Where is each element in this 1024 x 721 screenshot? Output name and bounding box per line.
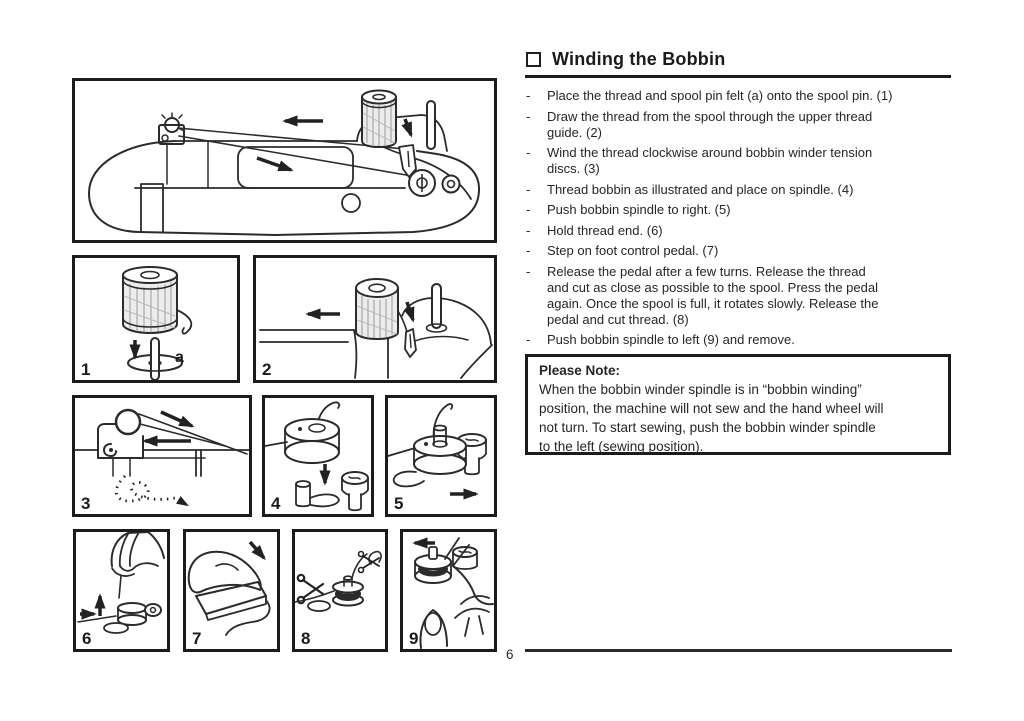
note-text: not turn. To start sewing, push the bobb… [539, 420, 876, 435]
step-text: and cut as close as possible to the spoo… [547, 279, 878, 295]
step-text: Place the thread and spool pin felt (a) … [547, 88, 893, 103]
step-2-drawing [259, 278, 493, 379]
step-text: pedal and cut thread. (8) [547, 311, 689, 327]
step-text: Push bobbin spindle to left (9) and remo… [547, 332, 795, 347]
figure-step-8: 8 [292, 529, 388, 652]
title-underline-rule [525, 75, 951, 78]
instruction-step-4: - Thread bobbin as illustrated and place… [526, 182, 954, 198]
step-text: Draw the thread from the spool through t… [547, 108, 873, 124]
panel-number-1: 1 [81, 360, 91, 379]
panel-number-7: 7 [192, 629, 202, 648]
panel-number-8: 8 [301, 629, 311, 648]
instruction-list: - Place the thread and spool pin felt (a… [526, 88, 954, 353]
step-text: again. Once the spool is full, it rotate… [547, 295, 879, 311]
step-6-drawing [77, 532, 165, 634]
step-text: discs. (3) [547, 161, 600, 176]
step-text: Release the pedal after a few turns. Rel… [547, 263, 866, 279]
machine-overview-drawing [88, 89, 481, 236]
bullet-dash: - [526, 202, 531, 217]
note-text: When the bobbin winder spindle is in “bo… [539, 382, 862, 397]
figure-step-9: 9 [400, 529, 497, 652]
page-number: 6 [506, 647, 514, 662]
bullet-dash: - [526, 88, 531, 103]
instruction-step-2: - Draw the thread from the spool through… [526, 109, 954, 141]
section-header: Winding the Bobbin [526, 49, 725, 70]
note-heading: Please Note: [539, 363, 621, 378]
step-7-drawing [187, 540, 271, 636]
step-5-drawing [388, 403, 487, 500]
checkbox-icon [526, 52, 541, 67]
figure-step-6: 6 [73, 529, 170, 652]
step-9-drawing [412, 537, 494, 649]
figure-step-3: 3 [72, 395, 252, 517]
bullet-dash: - [526, 181, 531, 197]
panel-number-5: 5 [394, 494, 404, 513]
footer-rule [525, 649, 952, 652]
note-text: to the left (sewing position). [539, 439, 704, 454]
figure-step-5: 5 [385, 395, 497, 517]
bullet-dash: - [526, 108, 531, 124]
figure-step-1: 1 a [72, 255, 240, 383]
instruction-step-5: - Push bobbin spindle to right. (5) [526, 202, 954, 218]
page-title: Winding the Bobbin [552, 49, 726, 69]
instruction-step-9: - Push bobbin spindle to left (9) and re… [526, 332, 954, 348]
step-text: Thread bobbin as illustrated and place o… [547, 181, 854, 197]
instruction-step-6: - Hold thread end. (6) [526, 223, 954, 239]
bullet-dash: - [526, 263, 531, 279]
step-4-drawing [265, 401, 369, 512]
figure-step-7: 7 [183, 529, 280, 652]
step-text: Wind the thread clockwise around bobbin … [547, 145, 873, 160]
step-8-drawing [295, 550, 382, 612]
please-note-box: Please Note: When the bobbin winder spin… [525, 354, 951, 455]
bullet-dash: - [526, 243, 531, 258]
step-text: guide. (2) [547, 124, 602, 140]
panel-number-9: 9 [409, 629, 419, 648]
part-label-a: a [175, 349, 184, 366]
figure-step-2: 2 [253, 255, 497, 383]
bullet-dash: - [526, 332, 531, 347]
step-1-drawing [122, 266, 193, 380]
step-text: Push bobbin spindle to right. (5) [547, 202, 731, 217]
figure-machine-overview [72, 78, 497, 243]
instruction-step-1: - Place the thread and spool pin felt (a… [526, 88, 954, 104]
bullet-dash: - [526, 145, 531, 160]
panel-number-6: 6 [82, 629, 92, 648]
step-3-drawing [75, 408, 249, 507]
step-text: Step on foot control pedal. (7) [547, 243, 719, 258]
instruction-step-3: - Wind the thread clockwise around bobbi… [526, 145, 954, 177]
bullet-dash: - [526, 222, 531, 238]
panel-number-2: 2 [262, 360, 272, 379]
note-text: position, the machine will not sew and t… [539, 401, 884, 416]
panel-number-4: 4 [271, 494, 281, 513]
instruction-step-8: - Release the pedal after a few turns. R… [526, 264, 954, 328]
panel-number-3: 3 [81, 494, 91, 513]
figure-step-4: 4 [262, 395, 374, 517]
step-text: Hold thread end. (6) [547, 222, 663, 238]
instruction-step-7: - Step on foot control pedal. (7) [526, 243, 954, 259]
